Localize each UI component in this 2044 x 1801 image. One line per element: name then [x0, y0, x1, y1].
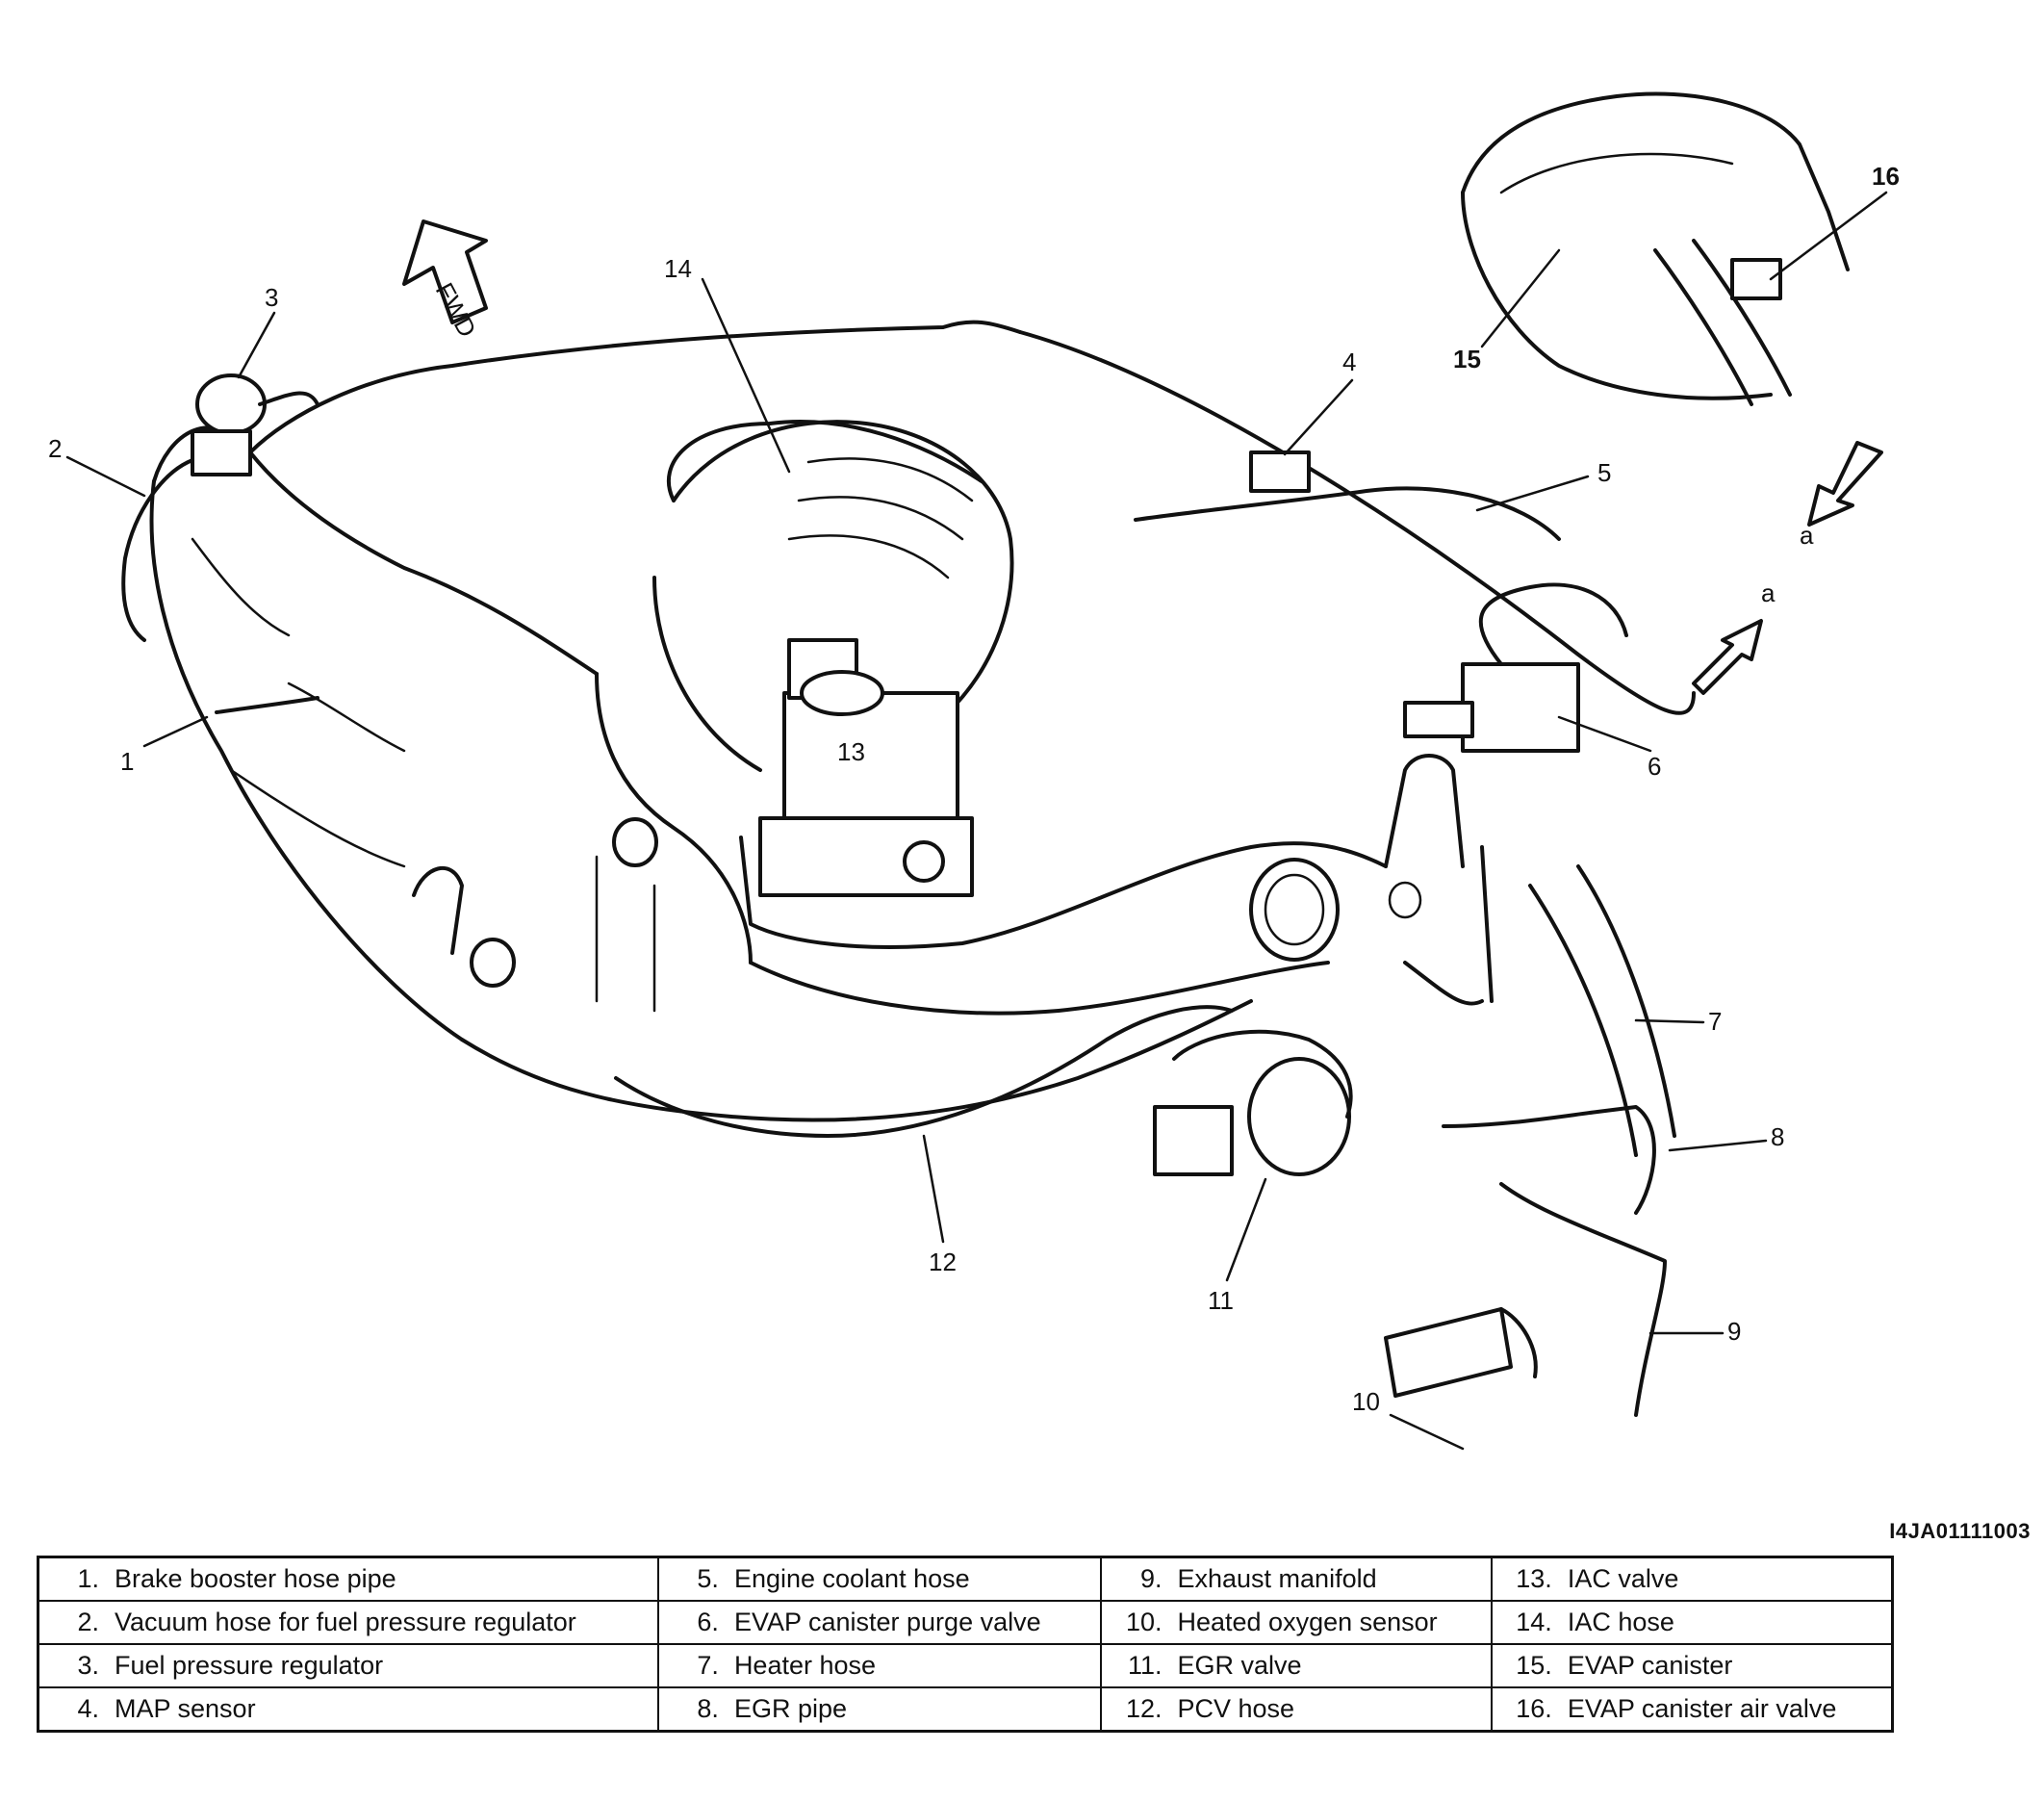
direction-arrow-a-down-label: a — [1800, 521, 1814, 550]
direction-arrow-a-down: a — [1800, 441, 1883, 550]
legend-cell: 13.IAC valve — [1490, 1556, 1894, 1602]
legend-cell: 10.Heated oxygen sensor — [1100, 1600, 1493, 1645]
engine-component-diagram: FWD — [48, 91, 1900, 1451]
callout-14: 14 — [664, 254, 692, 283]
evap-canister-air-valve — [1653, 239, 1792, 406]
vacuum-hose — [121, 458, 194, 642]
callout-1: 1 — [120, 747, 134, 776]
callout-7: 7 — [1708, 1007, 1722, 1036]
engine-coolant-hose — [1134, 486, 1561, 541]
callout-15: 15 — [1453, 345, 1481, 373]
callout-4: 4 — [1342, 347, 1356, 376]
legend-cell: 2.Vacuum hose for fuel pressure regulato… — [37, 1600, 659, 1645]
legend-row: 3.Fuel pressure regulator 7.Heater hose … — [37, 1643, 1894, 1688]
forward-arrow: FWD — [402, 219, 488, 342]
legend-cell: 3.Fuel pressure regulator — [37, 1643, 659, 1688]
callout-10: 10 — [1352, 1387, 1380, 1416]
legend-table: 1.Brake booster hose pipe 5.Engine coola… — [37, 1556, 1894, 1733]
direction-arrow-a-up-label: a — [1761, 579, 1776, 607]
legend-cell: 7.Heater hose — [656, 1643, 1103, 1688]
pcv-hose — [614, 1005, 1234, 1138]
heated-oxygen-sensor — [1384, 1307, 1538, 1398]
legend-cell: 14.IAC hose — [1490, 1600, 1894, 1645]
legend-cell: 8.EGR pipe — [656, 1686, 1103, 1733]
callout-8: 8 — [1771, 1122, 1784, 1151]
callout-11: 11 — [1208, 1286, 1234, 1315]
callout-13: 13 — [837, 737, 865, 766]
callout-5: 5 — [1597, 458, 1611, 487]
legend-cell: 11.EGR valve — [1100, 1643, 1493, 1688]
legend-cell: 1.Brake booster hose pipe — [37, 1556, 659, 1602]
callout-6: 6 — [1648, 752, 1661, 781]
legend-cell: 9.Exhaust manifold — [1100, 1556, 1493, 1602]
map-sensor — [1249, 450, 1311, 493]
leader-lines — [65, 191, 1888, 1451]
figure-id: I4JA01111003 — [1889, 1519, 2031, 1543]
heater-hose-edge — [1576, 864, 1676, 1138]
callout-12: 12 — [929, 1248, 957, 1276]
iac-valve — [758, 638, 974, 897]
callout-numbers: 1 2 3 4 5 6 7 8 9 10 11 12 13 14 15 16 — [48, 162, 1900, 1416]
legend-cell: 6.EVAP canister purge valve — [656, 1600, 1103, 1645]
callout-2: 2 — [48, 434, 62, 463]
legend-cell: 12.PCV hose — [1100, 1686, 1493, 1733]
throttle-body — [652, 420, 1014, 772]
callout-3: 3 — [265, 283, 278, 312]
legend-row: 2.Vacuum hose for fuel pressure regulato… — [37, 1600, 1894, 1645]
callout-16: 16 — [1872, 162, 1900, 191]
heater-hose — [1528, 884, 1638, 1157]
legend-cell: 16.EVAP canister air valve — [1490, 1686, 1894, 1733]
brake-booster-hose-pipe — [215, 696, 319, 714]
legend-row: 4.MAP sensor 8.EGR pipe 12.PCV hose 16.E… — [37, 1686, 1894, 1733]
legend-cell: 4.MAP sensor — [37, 1686, 659, 1733]
egr-pipe — [1442, 1105, 1656, 1215]
fuel-pressure-regulator — [191, 373, 319, 476]
direction-arrow-a-up: a — [1692, 579, 1776, 695]
exhaust-manifold — [1499, 1182, 1667, 1417]
egr-valve — [1153, 1029, 1353, 1176]
iac-hose — [667, 420, 984, 502]
evap-canister-purge-valve — [1403, 582, 1628, 753]
callout-9: 9 — [1727, 1317, 1741, 1346]
legend-row: 1.Brake booster hose pipe 5.Engine coola… — [37, 1556, 1894, 1602]
legend-cell: 15.EVAP canister — [1490, 1643, 1894, 1688]
legend-cell: 5.Engine coolant hose — [656, 1556, 1103, 1602]
lower-intake — [412, 754, 1494, 1013]
evap-canister — [1461, 91, 1850, 400]
